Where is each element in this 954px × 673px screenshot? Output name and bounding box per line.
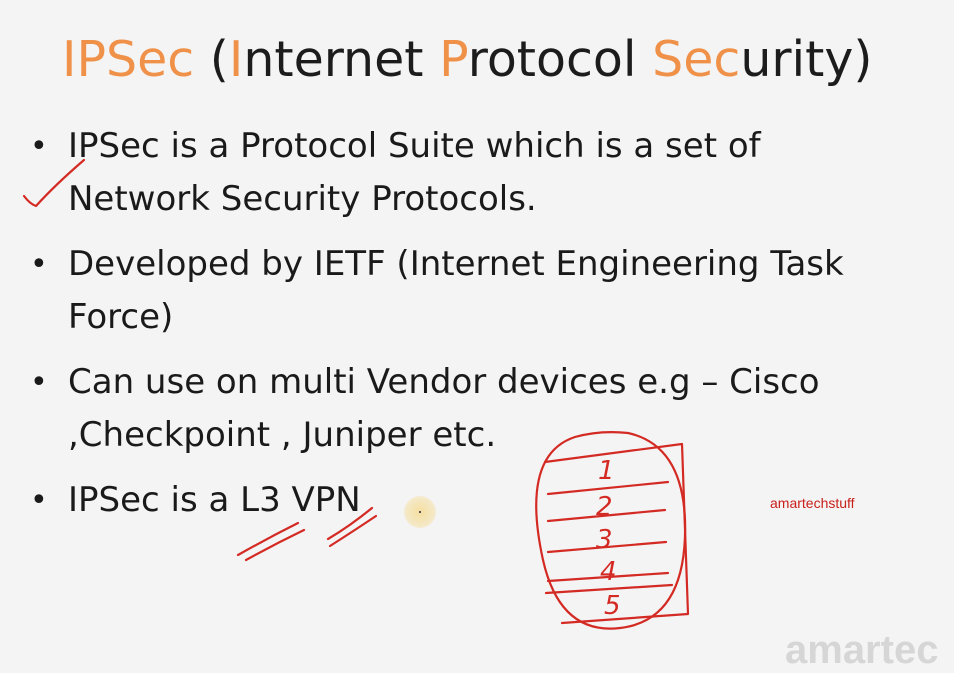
- title-part: rotocol: [467, 31, 653, 88]
- stack-layer-label: 5: [604, 591, 621, 621]
- title-part: I: [228, 31, 244, 88]
- bullet-line: Can use on multi Vendor devices e.g – Ci…: [68, 362, 820, 402]
- bullet-dot-icon: •: [30, 247, 48, 282]
- title-part: IPSec: [62, 31, 195, 88]
- stack-divider: [544, 583, 674, 595]
- stack-divider: [546, 571, 670, 583]
- bullet-item-l3-vpn: • IPSec is a L3 VPN: [30, 474, 910, 527]
- bullet-line: ,Checkpoint , Juniper etc.: [68, 415, 497, 455]
- bullet-item-multi-vendor: • Can use on multi Vendor devices e.g – …: [30, 356, 910, 462]
- bullet-line: Network Security Protocols.: [68, 179, 537, 219]
- bullet-dot-icon: •: [30, 129, 48, 164]
- title-part: (: [194, 31, 229, 88]
- bullet-list: • IPSec is a Protocol Suite which is a s…: [30, 120, 910, 539]
- bullet-dot-icon: •: [30, 365, 48, 400]
- faded-watermark-label: amartec: [785, 628, 939, 672]
- bullet-line: IPSec is a L3 VPN: [68, 480, 361, 520]
- title-part: nternet: [243, 31, 440, 88]
- title-part: urity): [740, 31, 873, 88]
- bullet-dot-icon: •: [30, 483, 48, 518]
- bullet-line: Developed by IETF (Internet Engineering …: [68, 244, 844, 284]
- bullet-item-protocol-suite: • IPSec is a Protocol Suite which is a s…: [30, 120, 910, 226]
- stack-divider: [546, 540, 668, 554]
- bullet-item-developed-by: • Developed by IETF (Internet Engineerin…: [30, 238, 910, 344]
- bullet-line: IPSec is a Protocol Suite which is a set…: [68, 126, 761, 166]
- pointer-highlight-icon: [404, 496, 436, 528]
- title-part: P: [439, 31, 468, 88]
- bullet-line: Force): [68, 297, 174, 337]
- title-part: Sec: [652, 31, 741, 88]
- watermark-label: amartechstuff: [770, 495, 855, 511]
- stack-layer-label: 4: [600, 557, 617, 587]
- slide-title: IPSec (Internet Protocol Security): [62, 30, 872, 90]
